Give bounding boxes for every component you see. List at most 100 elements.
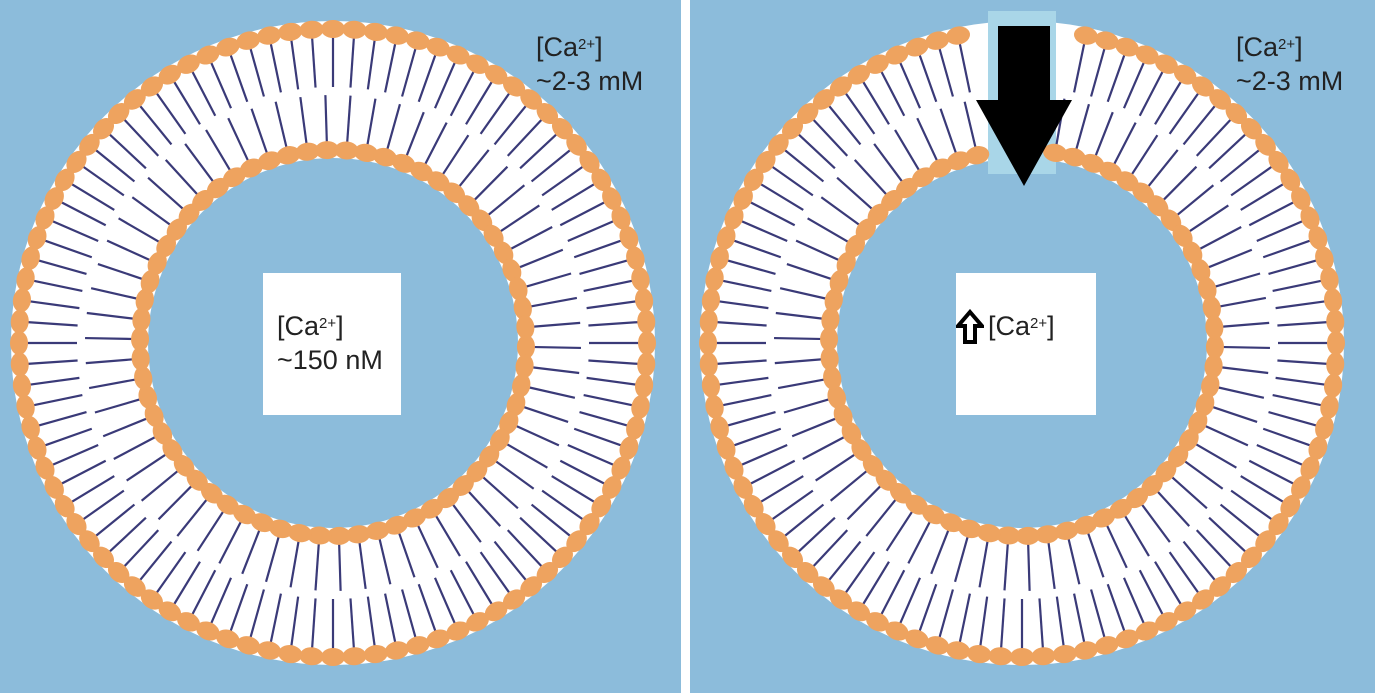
lipid-tail [208, 577, 233, 628]
lipid-head [724, 206, 744, 230]
lipid-head [420, 498, 444, 519]
lipid-head [233, 504, 256, 525]
lipid-tail [586, 299, 641, 310]
lipid-head [1168, 445, 1189, 468]
lipid-tail [34, 411, 87, 428]
lipid-head [443, 182, 466, 204]
lipid-tail [417, 583, 438, 636]
lipid-tail [1230, 163, 1276, 197]
lipid-head [1126, 487, 1149, 509]
lipid-head [1178, 428, 1199, 452]
lipid-tail [502, 441, 548, 469]
lipid-tail [878, 67, 906, 117]
lipid-head [829, 589, 853, 610]
lipid-tail [1218, 345, 1270, 350]
lipid-head [437, 487, 460, 509]
lipid-tail [97, 262, 147, 282]
lipid-tail [529, 321, 581, 329]
lipid-tail [189, 569, 217, 619]
lipid-tail [401, 44, 418, 97]
lipid-head [334, 141, 359, 160]
lipid-head [1141, 475, 1163, 496]
lipid-head [93, 546, 115, 569]
lipid-tail [978, 536, 990, 588]
lipid-head [216, 494, 239, 515]
lipid-tail [885, 507, 916, 552]
down-arrow-icon [976, 26, 1072, 186]
lipid-head [35, 456, 55, 480]
lipid-head [196, 45, 220, 65]
lipid-head [140, 269, 160, 294]
lipid-head [977, 524, 1001, 543]
lipid-tail [559, 199, 609, 227]
lipid-head [602, 187, 622, 210]
lipid-tail [586, 376, 641, 387]
lipid-head [206, 177, 229, 199]
lipid-head [483, 224, 504, 248]
lipid-tail [897, 577, 922, 628]
lipid-tail [1240, 475, 1288, 506]
lipid-head [162, 438, 183, 462]
lipid-tail [401, 589, 418, 642]
lipid-tail [1208, 130, 1250, 170]
lipid-tail [524, 385, 576, 399]
lipid-tail [176, 495, 211, 537]
lipid-head [755, 512, 776, 536]
lipid-head [1116, 171, 1139, 192]
lipid-tail [774, 357, 826, 365]
lipid-head [35, 206, 55, 230]
lipid-tail [916, 117, 940, 165]
lipid-head [1255, 530, 1276, 553]
lipid-tail [25, 376, 80, 387]
lipid-head [196, 621, 220, 641]
lipid-tail [1277, 359, 1332, 366]
lipid-head [1094, 31, 1119, 50]
lipid-tail [136, 101, 173, 146]
membrane-bilayer [700, 21, 1344, 665]
lipid-head [502, 76, 526, 97]
lipid-tail [573, 427, 626, 448]
lipid-head [1191, 76, 1215, 97]
lipid-tail [729, 427, 782, 448]
lipid-tail [385, 103, 402, 154]
lipid-tail [465, 77, 496, 125]
lipid-head [1326, 309, 1345, 334]
lipid-tail [289, 536, 301, 588]
lipid-head [1191, 258, 1211, 283]
lipid-tail [91, 146, 136, 183]
lipid-tail [1182, 540, 1219, 585]
lipid-head [384, 515, 409, 535]
lipid-tail [310, 598, 317, 653]
lipid-tail [57, 199, 107, 227]
lipid-head [257, 641, 282, 660]
lipid-head [1315, 415, 1334, 440]
lipid-tail [1154, 561, 1185, 609]
lipid-tail [737, 443, 788, 468]
lipid-tail [479, 473, 519, 510]
lipid-head [515, 354, 534, 379]
lipid-head [516, 315, 535, 340]
lipid-tail [79, 489, 125, 523]
lipid-tail [23, 320, 78, 327]
resting-cell-panel: [Ca2+] ~2-3 mM [Ca2+] ~150 nM [0, 0, 681, 693]
lipid-head [1268, 150, 1289, 174]
lipid-head [446, 621, 470, 641]
lipid-head [743, 494, 764, 518]
lipid-tail [878, 569, 906, 619]
lipid-head [123, 89, 146, 110]
lipid-head [1201, 373, 1220, 398]
lipid-tail [1208, 516, 1250, 556]
lipid-head [812, 89, 835, 110]
lipid-tail [1128, 134, 1159, 179]
lipid-head [782, 117, 804, 140]
lipid-head [405, 31, 430, 50]
lipid-head [827, 385, 847, 409]
lipid-tail [1073, 39, 1087, 93]
lipid-head [967, 645, 992, 664]
lipid-head [591, 168, 612, 192]
lipid-tail [937, 44, 954, 97]
lipid-head [946, 151, 971, 171]
lipid-tail [809, 115, 849, 157]
lipid-head [426, 629, 450, 649]
lipid-tail [170, 561, 201, 609]
